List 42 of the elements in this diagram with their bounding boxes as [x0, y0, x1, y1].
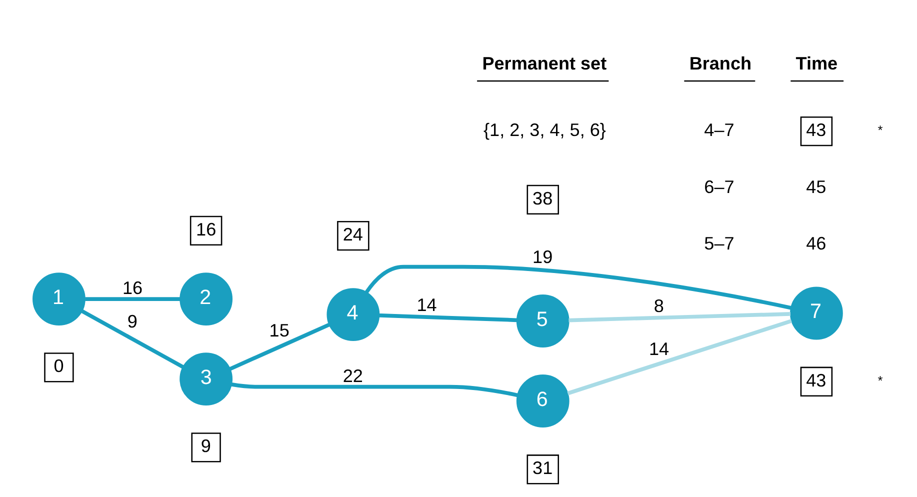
label: Time: [795, 54, 838, 74]
label: {1, 2, 3, 4, 5, 6}: [483, 120, 606, 140]
connector: [84, 297, 180, 301]
label: 46: [806, 234, 826, 254]
label: 4–7: [704, 120, 734, 140]
label: 5–7: [704, 234, 734, 254]
node-circle: 6: [516, 374, 569, 428]
connector: [568, 312, 790, 322]
connector: [80, 310, 184, 369]
edge-label: 14: [648, 338, 669, 359]
node-circle: 7: [790, 286, 842, 340]
edge-label: 15: [268, 320, 289, 341]
label: Branch: [688, 54, 752, 74]
node-box: 38: [526, 184, 558, 215]
node-box: 9: [190, 432, 220, 462]
edge-label: 19: [532, 247, 552, 268]
label: 6–7: [704, 176, 734, 197]
node-circle: 1: [32, 272, 85, 326]
node-box: 43: [800, 366, 832, 396]
label: Permanent set: [482, 54, 606, 74]
node-label: *: [877, 122, 882, 138]
node-label: *: [877, 372, 882, 388]
edge-label: 22: [342, 366, 362, 386]
node-circle: 2: [179, 272, 232, 326]
node-box: 24: [336, 220, 369, 251]
node-box: 31: [526, 454, 558, 484]
connector: [364, 264, 791, 310]
node-circle: 3: [179, 352, 232, 406]
edge-label: 14: [416, 294, 436, 315]
node-box: 0: [44, 352, 74, 382]
edge-label: 8: [653, 296, 664, 316]
node-box: 16: [189, 216, 222, 246]
node-circle: 4: [326, 288, 380, 341]
connector: [228, 323, 330, 371]
node-circle: 5: [516, 294, 569, 348]
edge-label: 9: [126, 312, 137, 332]
edge-label: 16: [122, 278, 142, 298]
connector: [566, 319, 792, 396]
connector: [378, 313, 516, 322]
connector: [230, 382, 518, 398]
node-box: 43: [800, 116, 832, 146]
label: 45: [806, 176, 826, 197]
